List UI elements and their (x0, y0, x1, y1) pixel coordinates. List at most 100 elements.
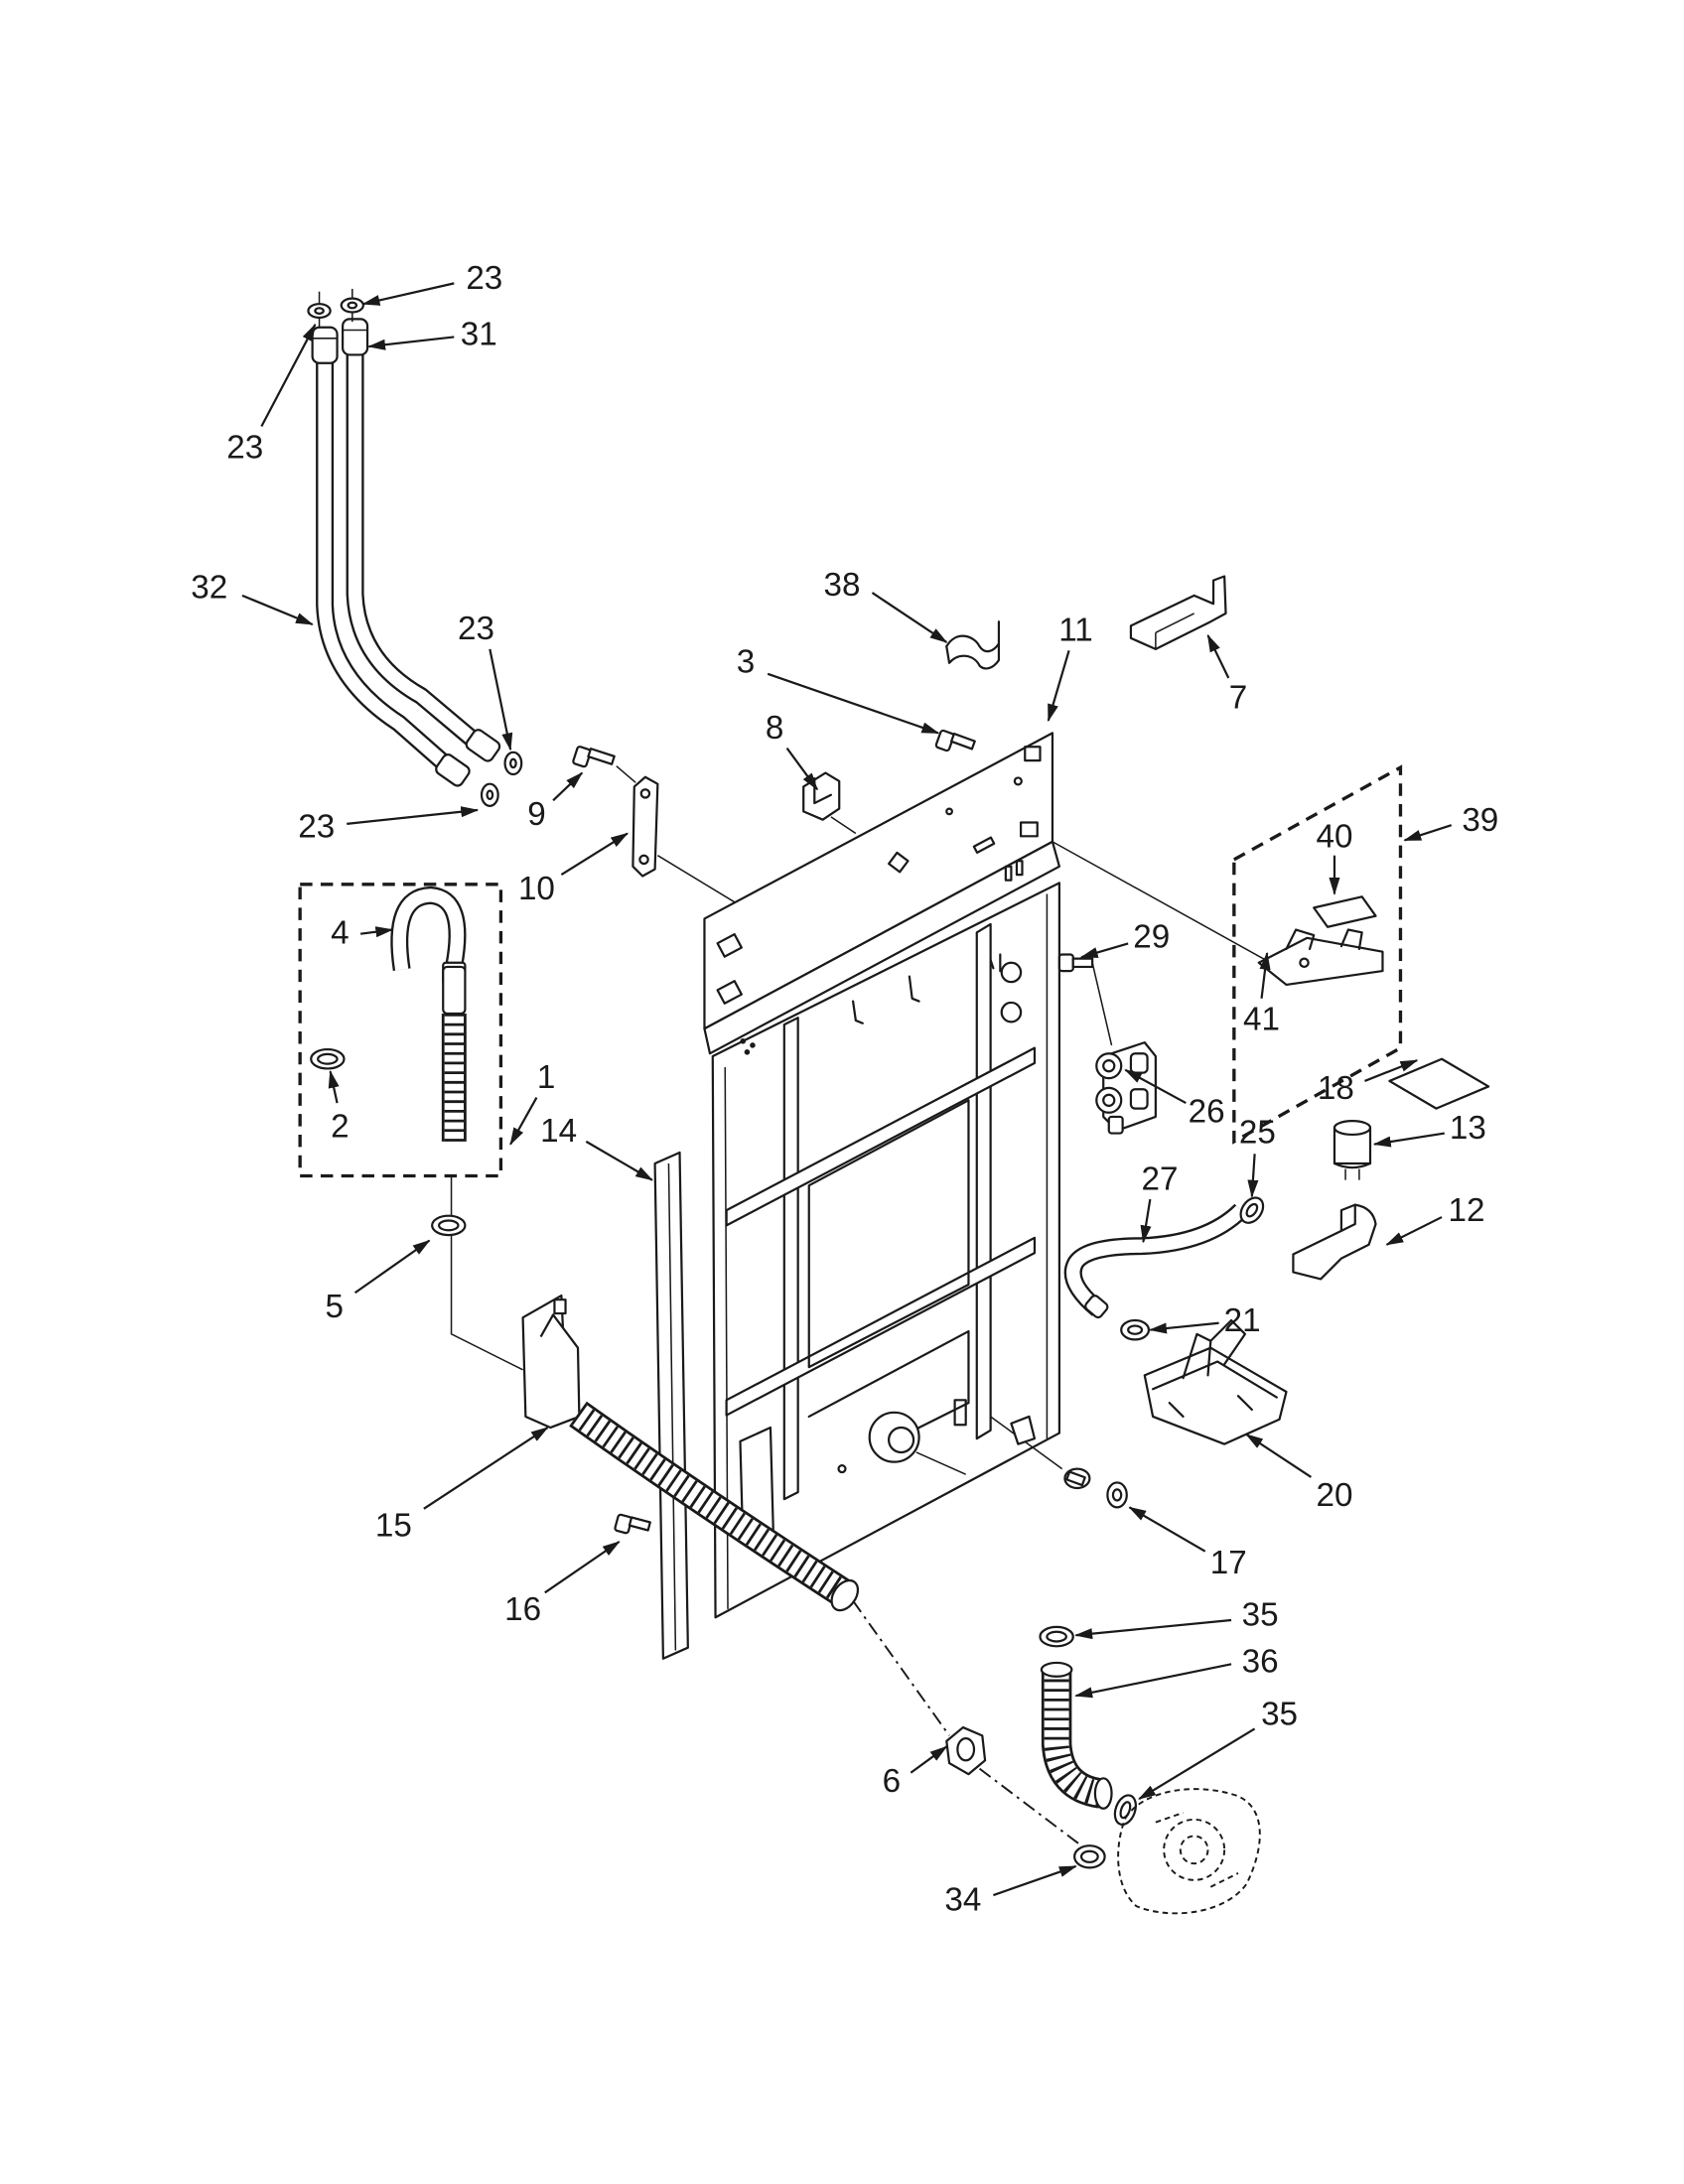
leader-arrow-41 (1259, 951, 1271, 999)
screw-part-3 (934, 729, 976, 752)
callout-23: 23 (226, 429, 263, 466)
strip-part-14 (653, 1151, 689, 1660)
callout-26: 26 (1189, 1093, 1225, 1130)
callout-9: 9 (527, 796, 545, 833)
corrugated-tube-part-1 (441, 965, 467, 1142)
fasteners-part-17 (990, 1415, 1128, 1509)
assembly-line (852, 1600, 950, 1736)
leader-arrow-23 (347, 806, 480, 825)
assembly-line (978, 1767, 1088, 1851)
callout-labels: 23 31 23 32 23 9 23 10 4 2 1 14 5 15 16 … (191, 260, 1498, 1918)
callout-3: 3 (737, 643, 755, 680)
clamp-part-21 (1120, 1318, 1151, 1341)
callout-12: 12 (1448, 1192, 1484, 1229)
callout-4: 4 (331, 914, 349, 951)
leader-arrows (241, 282, 1453, 1897)
leader-arrow-39 (1403, 824, 1453, 842)
drain-hose (569, 1401, 860, 1612)
callout-17: 17 (1210, 1545, 1247, 1581)
callout-6: 6 (883, 1763, 901, 1800)
callout-39: 39 (1462, 802, 1498, 839)
leader-arrow-10 (560, 832, 630, 877)
leader-arrow-25 (1247, 1154, 1259, 1198)
leader-arrow-16 (544, 1541, 621, 1594)
clamp-part-2 (310, 1047, 346, 1070)
leader-arrow-1 (509, 1097, 538, 1146)
leader-arrow-31 (367, 336, 455, 350)
leader-arrow-17 (1128, 1506, 1206, 1553)
leader-arrow-23 (489, 648, 513, 751)
callout-38: 38 (824, 567, 861, 604)
bracket-assembly-part-20 (1143, 1318, 1288, 1445)
hose-part-27 (1063, 1203, 1248, 1319)
clamp-part-25 (1239, 1196, 1265, 1224)
capacitor-part-13 (1333, 1119, 1372, 1180)
leader-arrow-3 (767, 672, 940, 735)
leader-arrow-26 (1124, 1068, 1187, 1105)
callout-27: 27 (1142, 1160, 1179, 1197)
bracket-part-7 (1129, 575, 1227, 651)
callout-18: 18 (1318, 1070, 1354, 1107)
callout-35: 35 (1261, 1696, 1298, 1732)
callout-7: 7 (1229, 679, 1247, 716)
callout-8: 8 (766, 710, 783, 747)
leader-arrow-18 (1364, 1059, 1419, 1082)
callout-36: 36 (1242, 1644, 1279, 1681)
callout-16: 16 (504, 1591, 541, 1628)
leader-arrow-14 (585, 1140, 654, 1181)
screw-part-29 (1057, 953, 1113, 1046)
leader-arrow-5 (353, 1239, 431, 1295)
leader-arrow-35 (1074, 1618, 1232, 1640)
leader-arrow-20 (1245, 1433, 1313, 1478)
leader-arrow-35 (1138, 1727, 1256, 1801)
callout-23: 23 (298, 809, 335, 846)
callout-2: 2 (331, 1109, 349, 1146)
callout-41: 41 (1243, 1002, 1280, 1038)
leader-arrow-12 (1385, 1216, 1443, 1246)
callout-10: 10 (518, 871, 555, 907)
callout-32: 32 (191, 570, 227, 607)
clamp-part-5 (431, 1176, 523, 1371)
leader-arrow-21 (1148, 1321, 1219, 1334)
clamp-part-35-lower (1113, 1794, 1137, 1826)
screw-part-9 (572, 746, 636, 783)
leader-arrow-13 (1372, 1132, 1445, 1148)
pump-hose-part-36 (1040, 1661, 1113, 1810)
leader-arrow-34 (993, 1864, 1077, 1897)
clamp-part-6 (945, 1725, 987, 1776)
water-valve-part-26 (1095, 1041, 1157, 1135)
bracket-part-41 (1052, 841, 1384, 987)
leader-arrow-11 (1047, 649, 1070, 723)
callout-34: 34 (944, 1881, 981, 1918)
leader-arrow-29 (1079, 942, 1129, 959)
callout-14: 14 (540, 1113, 577, 1150)
inlet-hoses-part-32 (316, 354, 480, 772)
callout-20: 20 (1316, 1477, 1352, 1514)
leader-arrow-7 (1206, 633, 1230, 679)
leader-arrow-38 (871, 592, 948, 643)
callout-1: 1 (537, 1059, 555, 1096)
pump-outline (1117, 1788, 1261, 1915)
leader-arrow-32 (241, 594, 314, 625)
leader-arrow-23 (361, 282, 455, 306)
leader-arrow-4 (359, 926, 394, 938)
callout-29: 29 (1133, 919, 1170, 956)
rear-panel-part-11 (703, 732, 1060, 1619)
kit-box-part-39 (1232, 764, 1403, 1145)
callout-23: 23 (458, 611, 494, 647)
clamp-part-35-upper (1039, 1625, 1074, 1648)
clamp-part-34 (1073, 1844, 1106, 1869)
callout-21: 21 (1224, 1302, 1261, 1339)
bracket-part-12 (1292, 1203, 1377, 1281)
leader-arrow-15 (423, 1427, 549, 1510)
leader-arrow-36 (1074, 1663, 1232, 1699)
callout-23: 23 (466, 260, 502, 297)
washers-part-23 (307, 288, 523, 807)
callout-11: 11 (1058, 613, 1092, 649)
leader-arrow-6 (910, 1745, 948, 1774)
hose-housing-part-15 (521, 1294, 581, 1430)
callout-40: 40 (1316, 818, 1352, 855)
leader-arrow-2 (328, 1069, 340, 1104)
hose-fittings-part-31 (311, 318, 501, 787)
